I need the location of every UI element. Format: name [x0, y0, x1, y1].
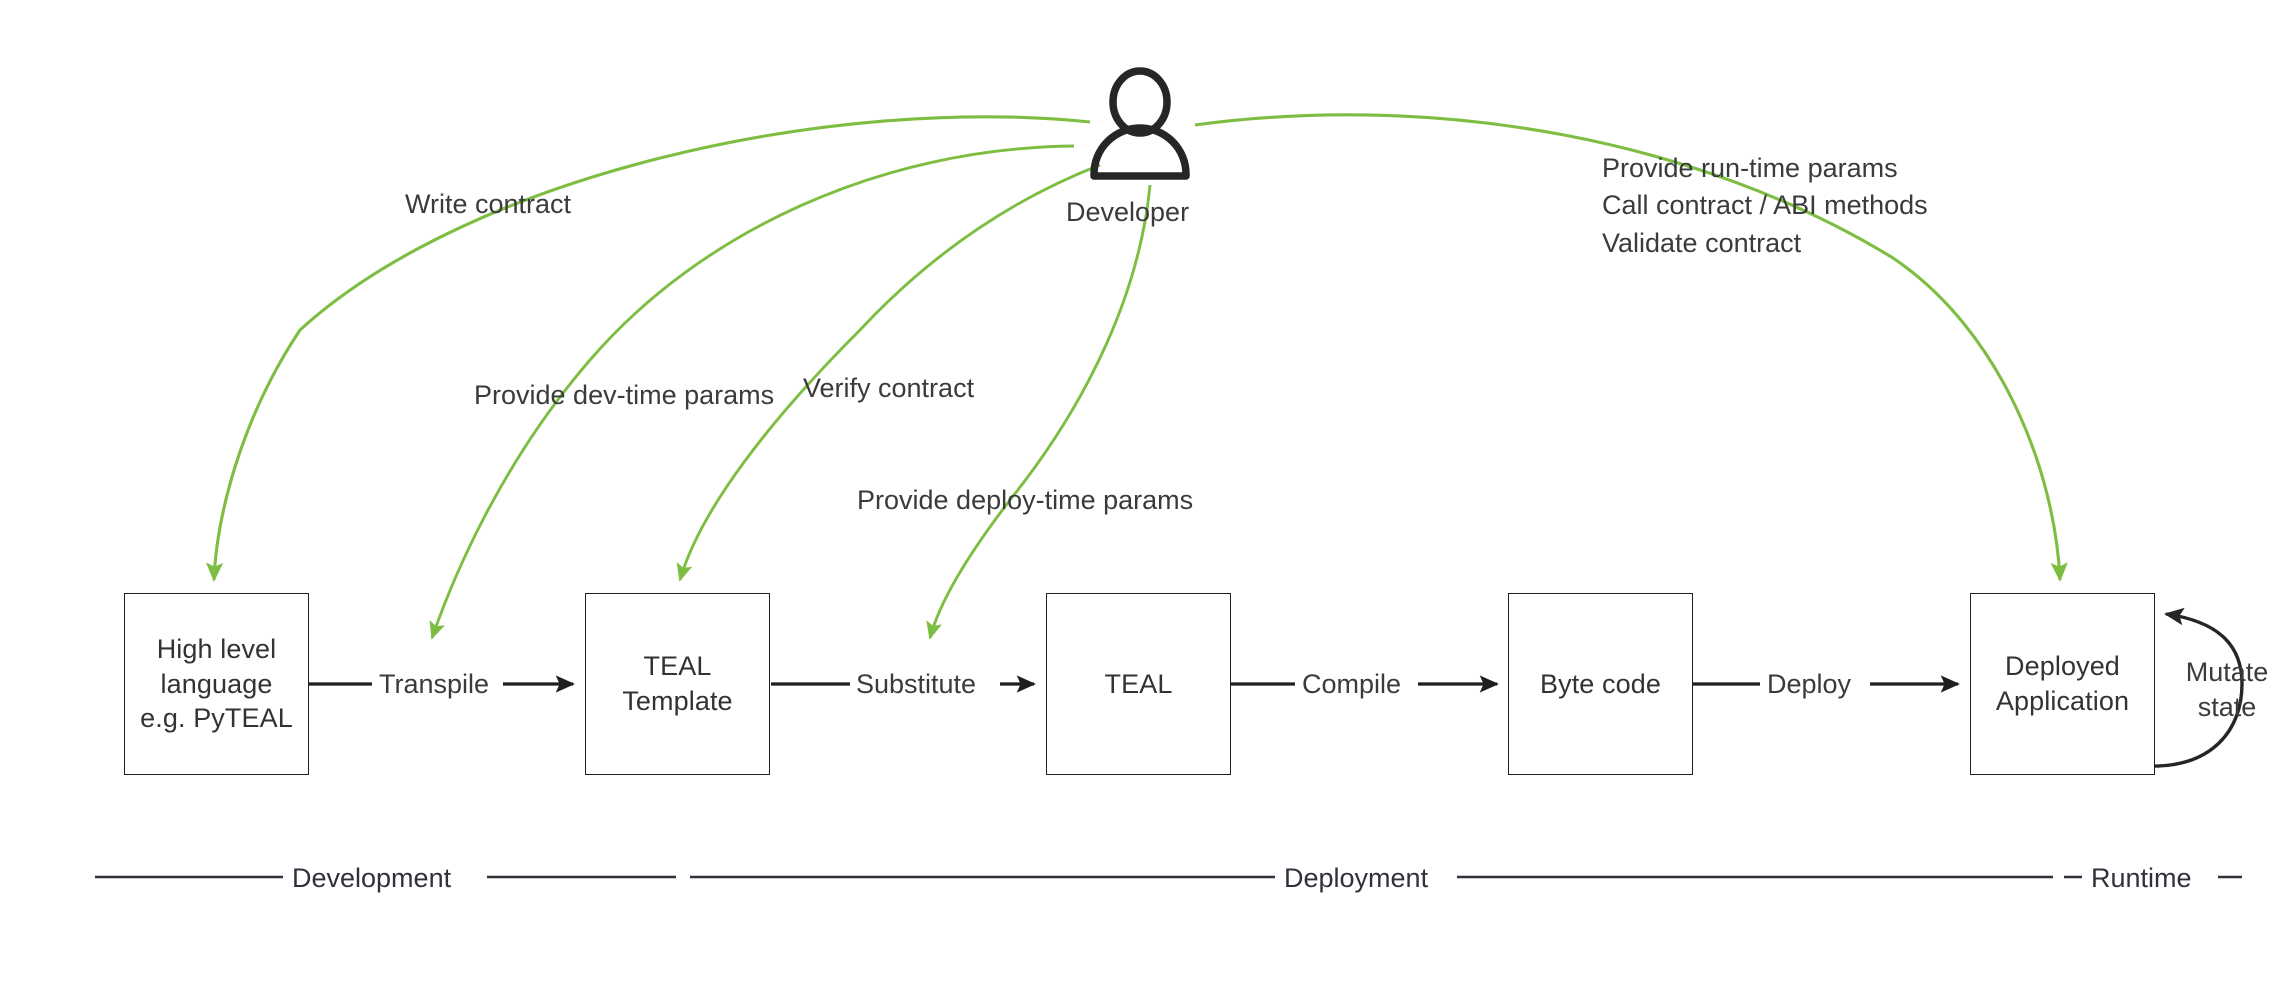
- node-teal[interactable]: TEAL: [1046, 593, 1231, 775]
- substitute-text: Substitute: [856, 669, 977, 699]
- edge-label-substitute: Substitute: [851, 668, 982, 701]
- write-contract-text: Write contract: [405, 189, 572, 219]
- mutate-state-line-1: Mutate: [2185, 657, 2269, 687]
- runtime-action-line-3: Validate contract: [1602, 227, 1802, 258]
- edge-mutate-state: [2147, 607, 2244, 768]
- edge-provide-deploy-time-params: [926, 184, 1152, 640]
- edge-provide-dev-time-params: [429, 144, 1075, 640]
- node-deployed-application-label: Deployed Application: [1995, 651, 2130, 716]
- transpile-text: Transpile: [379, 669, 490, 699]
- node-teal-label: TEAL: [1104, 668, 1173, 699]
- node-high-level-language-label: High level language e.g. PyTEAL: [140, 634, 293, 734]
- deployment-text: Deployment: [1284, 863, 1429, 893]
- person-icon: [1090, 67, 1190, 180]
- edge-label-compile: Compile: [1297, 668, 1407, 701]
- label-mutate-state: Mutate state: [2172, 655, 2282, 724]
- development-text: Development: [292, 863, 452, 893]
- edge-verify-contract: [676, 163, 1101, 582]
- label-verify-contract: Verify contract: [803, 375, 974, 402]
- node-high-level-language[interactable]: High level language e.g. PyTEAL: [124, 593, 309, 775]
- actor-developer-label: Developer: [1066, 196, 1189, 228]
- edge-label-deploy: Deploy: [1762, 668, 1857, 701]
- label-provide-dev-time-params: Provide dev-time params: [474, 382, 774, 409]
- edge-runtime-actions: [1194, 113, 2068, 582]
- provide-dev-time-params-text: Provide dev-time params: [474, 380, 775, 410]
- runtime-action-line-1: Provide run-time params: [1602, 153, 1898, 183]
- edge-write-contract: [205, 115, 1091, 582]
- label-write-contract: Write contract: [405, 191, 571, 218]
- node-teal-template[interactable]: TEAL Template: [585, 593, 770, 775]
- phase-label-runtime: Runtime: [2082, 862, 2201, 895]
- node-deployed-application[interactable]: Deployed Application: [1970, 593, 2155, 775]
- mutate-state-line-2: state: [2197, 691, 2257, 722]
- node-teal-template-label: TEAL Template: [622, 651, 733, 716]
- runtime-action-line-2: Call contract / ABI methods: [1602, 190, 1928, 221]
- phase-label-deployment: Deployment: [1275, 862, 1438, 895]
- phase-label-development: Development: [283, 862, 461, 895]
- runtime-text: Runtime: [2091, 863, 2192, 893]
- provide-deploy-time-params-text: Provide deploy-time params: [857, 485, 1194, 515]
- label-runtime-actions: Provide run-time params Call contract / …: [1602, 150, 2022, 262]
- label-provide-deploy-time-params: Provide deploy-time params: [857, 487, 1193, 514]
- deploy-text: Deploy: [1767, 669, 1852, 699]
- compile-text: Compile: [1302, 669, 1402, 699]
- developer-text: Developer: [1066, 197, 1190, 227]
- node-byte-code[interactable]: Byte code: [1508, 593, 1693, 775]
- node-byte-code-label: Byte code: [1540, 668, 1661, 699]
- verify-contract-text: Verify contract: [803, 373, 975, 403]
- edge-label-transpile: Transpile: [374, 668, 495, 701]
